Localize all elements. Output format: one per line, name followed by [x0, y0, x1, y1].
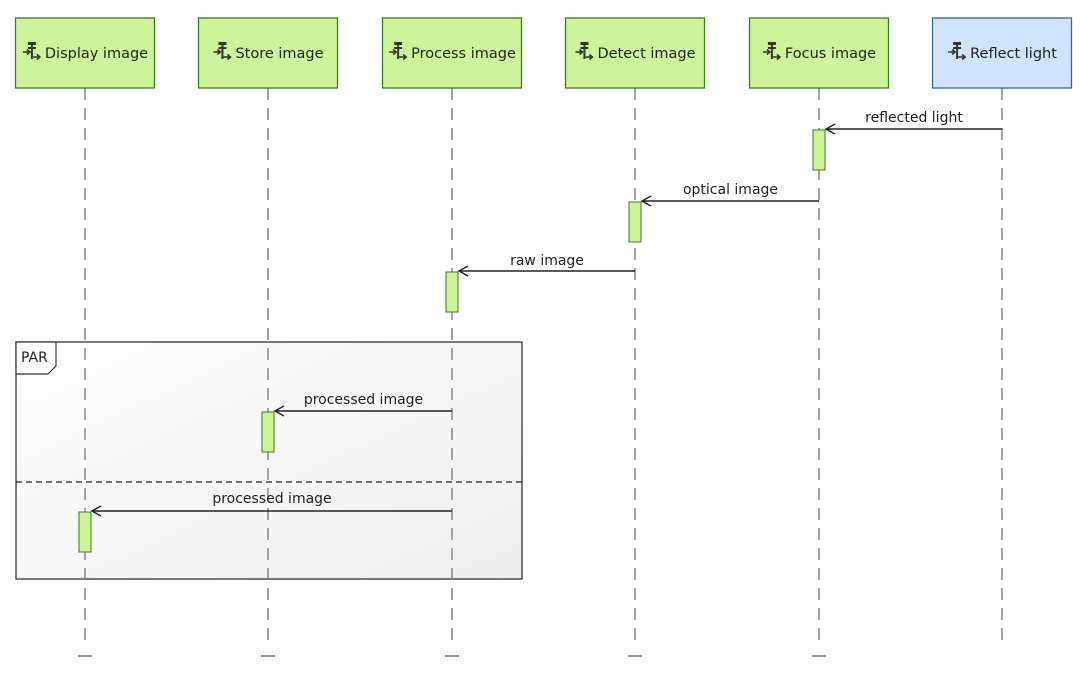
participant-label: Display image [45, 46, 148, 62]
message-arrowhead [90, 505, 102, 517]
message-arrowhead [640, 195, 652, 207]
activation-store [261, 411, 275, 453]
participant-detect[interactable]: Detect image [564, 17, 706, 89]
participant-focus[interactable]: Focus image [748, 17, 890, 89]
message-arrowhead [824, 123, 836, 135]
participant-box [564, 17, 706, 89]
message-label: processed image [212, 491, 331, 507]
message-focus-to-detect: optical image [640, 182, 819, 207]
message-label: optical image [683, 182, 778, 198]
activation-display [78, 511, 92, 553]
message-process-to-display: processed image [90, 491, 452, 517]
participant-box [931, 17, 1073, 89]
activation-focus [812, 129, 826, 171]
message-reflect-to-focus: reflected light [824, 110, 1002, 135]
participant-label: Store image [235, 46, 323, 62]
message-process-to-store: processed image [273, 392, 452, 417]
participant-box [14, 17, 156, 89]
participant-label: Reflect light [970, 46, 1057, 62]
participant-reflect[interactable]: Reflect light [931, 17, 1073, 89]
activation-process [445, 271, 459, 313]
message-detect-to-process: raw image [457, 253, 635, 277]
participant-display[interactable]: Display image [14, 17, 156, 89]
par-fragment: PAR [15, 341, 523, 580]
participant-box [381, 17, 523, 89]
message-arrowhead [457, 265, 469, 277]
message-label: raw image [510, 253, 584, 269]
participant-label: Focus image [785, 46, 876, 62]
message-arrowhead [273, 405, 285, 417]
fragment-label-tab [15, 341, 57, 375]
participant-label: Detect image [597, 46, 695, 62]
fragment-label: PAR [21, 350, 48, 366]
participant-store[interactable]: Store image [197, 17, 339, 89]
activation-detect [628, 201, 642, 243]
participant-label: Process image [411, 46, 516, 62]
message-label: reflected light [865, 110, 963, 126]
message-label: processed image [304, 392, 423, 408]
participant-process[interactable]: Process image [381, 17, 523, 89]
